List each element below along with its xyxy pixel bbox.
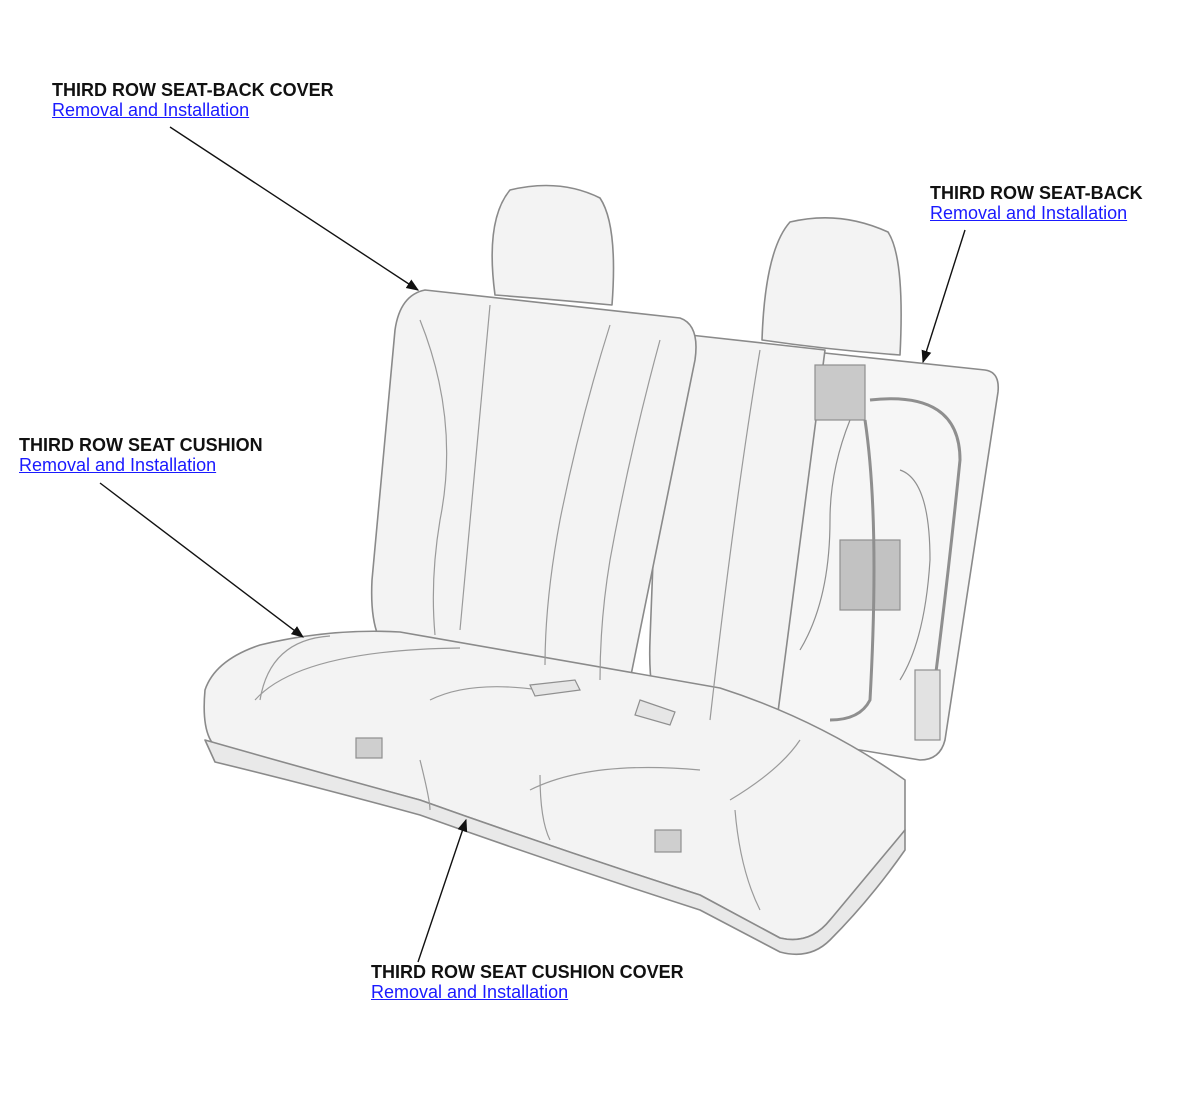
seam-line [419,319,448,636]
seat-seams [254,304,801,911]
recliner-assembly [839,539,901,611]
seam-line [254,647,461,701]
removal-installation-link[interactable]: Removal and Installation [371,982,569,1002]
seam-line [529,766,701,791]
right-headrest [761,216,902,356]
removal-installation-link[interactable]: Removal and Installation [52,100,250,120]
callout-title: THIRD ROW SEAT CUSHION COVER [371,962,684,982]
seatbelt-buckle [634,699,676,726]
seam-line [419,759,431,811]
seat-latch [654,829,682,853]
seam-line [709,349,761,721]
cable [899,469,931,681]
seam-line [734,809,761,911]
frame-tube [869,397,962,681]
callout-cushion: THIRD ROW SEAT CUSHION Removal and Insta… [19,435,263,475]
callout-title: THIRD ROW SEAT CUSHION [19,435,263,455]
seam-line [459,304,491,631]
arrow-seatback [921,229,966,364]
removal-installation-link[interactable]: Removal and Installation [930,203,1128,223]
callout-cushion-cover: THIRD ROW SEAT CUSHION COVER Removal and… [371,962,684,1002]
seat-mechanism [355,364,962,853]
callout-title: THIRD ROW SEAT-BACK [930,183,1143,203]
callout-seatback: THIRD ROW SEAT-BACK Removal and Installa… [930,183,1143,223]
seatbelt-buckle [529,679,581,697]
left-headrest [491,184,615,306]
cable [799,419,851,651]
hinge-bracket [914,669,941,741]
arrow-seatback-cover [169,126,420,291]
seam-line [599,339,661,681]
seam-line [429,686,541,701]
seam-line [544,324,611,666]
cushion-front-face [204,739,906,956]
arrow-cushion [99,482,305,638]
callout-title: THIRD ROW SEAT-BACK COVER [52,80,334,100]
removal-installation-link[interactable]: Removal and Installation [19,455,217,475]
frame-tube [829,419,876,722]
leader-arrows [99,126,966,963]
seam-line [259,635,331,701]
callout-seatback-cover: THIRD ROW SEAT-BACK COVER Removal and In… [52,80,334,120]
arrow-cushion-cover [417,818,468,963]
seam-line [729,739,801,801]
latch-assembly [814,364,866,421]
seat-latch [355,737,383,759]
seam-line [539,774,551,841]
seat-illustration [203,184,1000,956]
left-seatback [370,289,697,681]
